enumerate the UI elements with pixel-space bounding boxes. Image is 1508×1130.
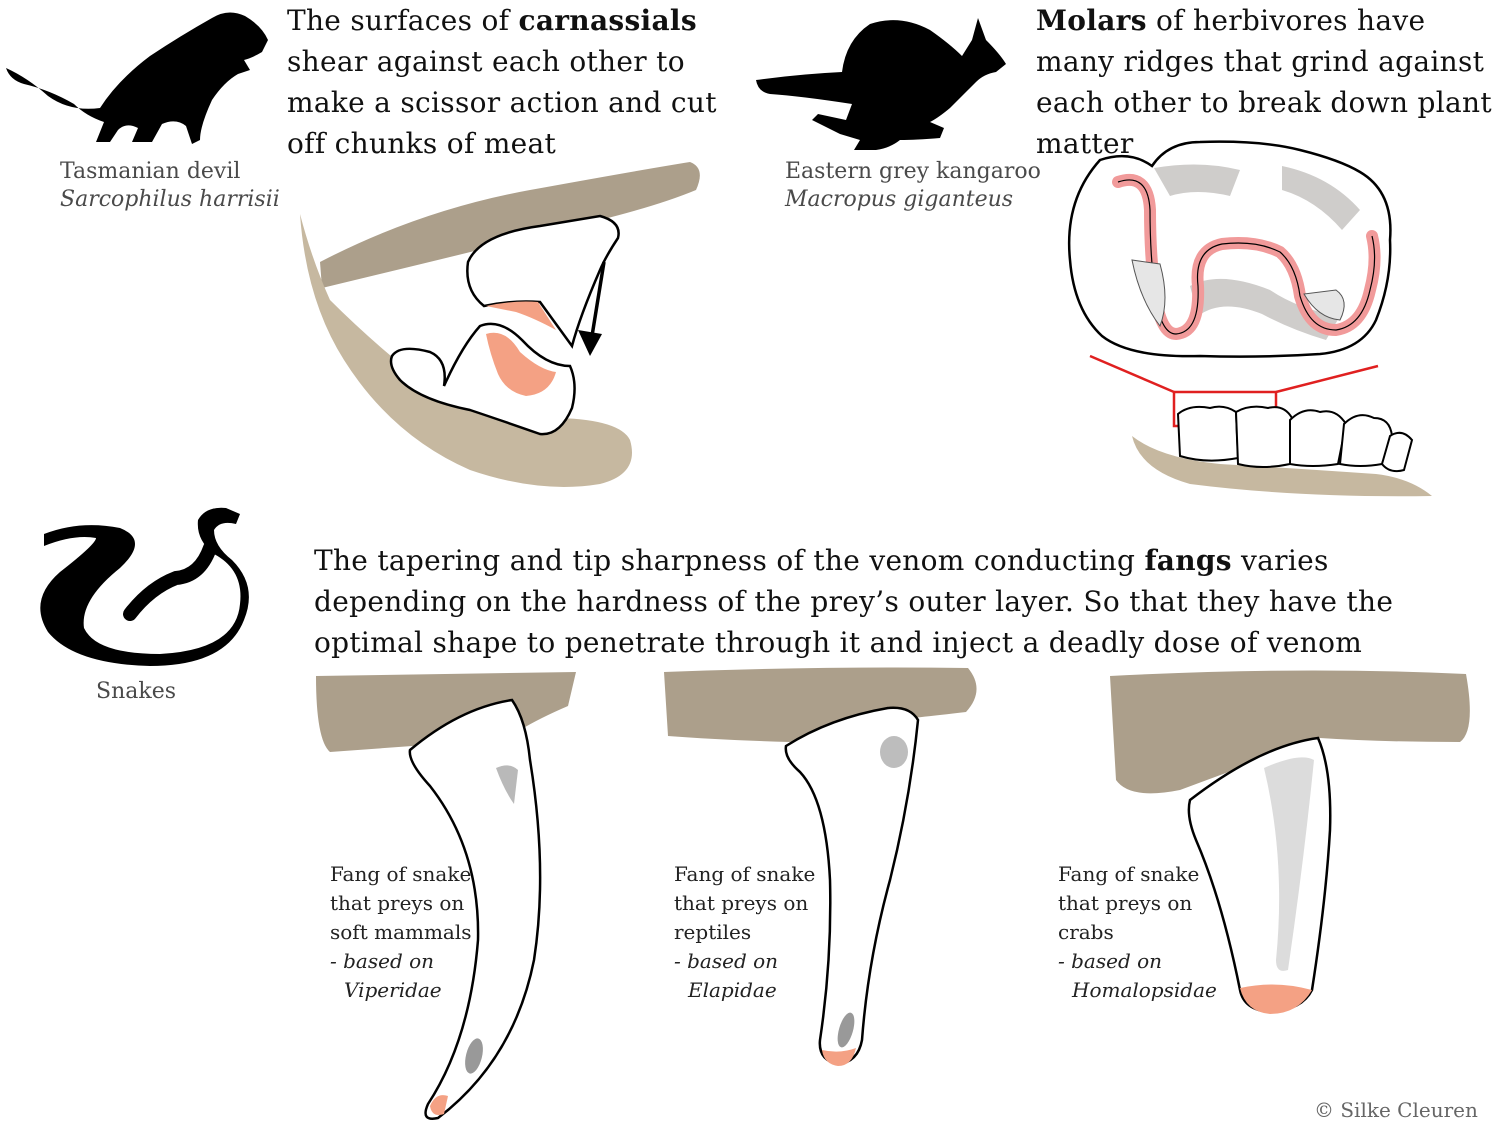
fang-elapidae-diagram <box>664 667 977 1066</box>
fang-homalopsidae-diagram <box>1110 670 1470 1014</box>
molar-description: Molars of herbivores have many ridges th… <box>1036 4 1492 160</box>
upper-tooth-enamel <box>486 301 556 330</box>
carnassial-description: The surfaces of carnassials shear agains… <box>287 4 717 160</box>
magnifier-lines <box>1089 354 1379 394</box>
keyword-carnassials: carnassials <box>518 4 697 37</box>
keyword-fangs: fangs <box>1144 544 1232 577</box>
kangaroo-common-name: Eastern grey kangaroo <box>785 159 1041 184</box>
lower-tooth-enamel <box>486 332 556 396</box>
devil-caption: Tasmanian devil Sarcophilus harrisii <box>60 158 280 214</box>
devil-common-name: Tasmanian devil <box>60 159 241 184</box>
molar-row <box>1176 405 1414 473</box>
kangaroo-caption: Eastern grey kangaroo Macropus giganteus <box>785 158 1045 214</box>
snakes-label: Snakes <box>96 679 176 704</box>
upper-carnassial-tooth <box>466 214 620 349</box>
upper-jaw <box>664 667 977 742</box>
devil-scientific-name: Sarcophilus harrisii <box>60 187 280 212</box>
snake-silhouette <box>40 507 249 666</box>
dentine-grey-bottom <box>1190 278 1340 340</box>
molar-fossa-right <box>1303 289 1345 321</box>
fang-viperidae-diagram <box>316 672 576 1120</box>
fang-description: The tapering and tip sharpness of the ve… <box>314 544 1394 659</box>
tasmanian-devil-silhouette <box>6 12 268 145</box>
upper-jaw <box>320 162 700 288</box>
upper-jaw <box>316 672 576 752</box>
fang-viperidae <box>408 698 542 1120</box>
shear-arrow-icon <box>590 261 606 337</box>
molar-diagram <box>1067 140 1432 497</box>
carnassial-diagram <box>300 162 700 487</box>
lower-carnassial-tooth <box>389 322 576 436</box>
kangaroo-silhouette <box>756 18 1006 150</box>
dentine-grey-right <box>1282 166 1360 230</box>
molar-fossa-left <box>1131 259 1166 328</box>
kangaroo-scientific-name: Macropus giganteus <box>785 187 1014 212</box>
kangaroo-lower-jaw <box>1132 436 1432 497</box>
upper-jaw <box>1110 670 1470 794</box>
keyword-molars: Molars <box>1036 4 1147 37</box>
copyright-credit: © Silke Cleuren <box>1314 1098 1478 1122</box>
fang-elapidae <box>784 706 920 1066</box>
dentine-grey-left <box>1154 164 1240 196</box>
